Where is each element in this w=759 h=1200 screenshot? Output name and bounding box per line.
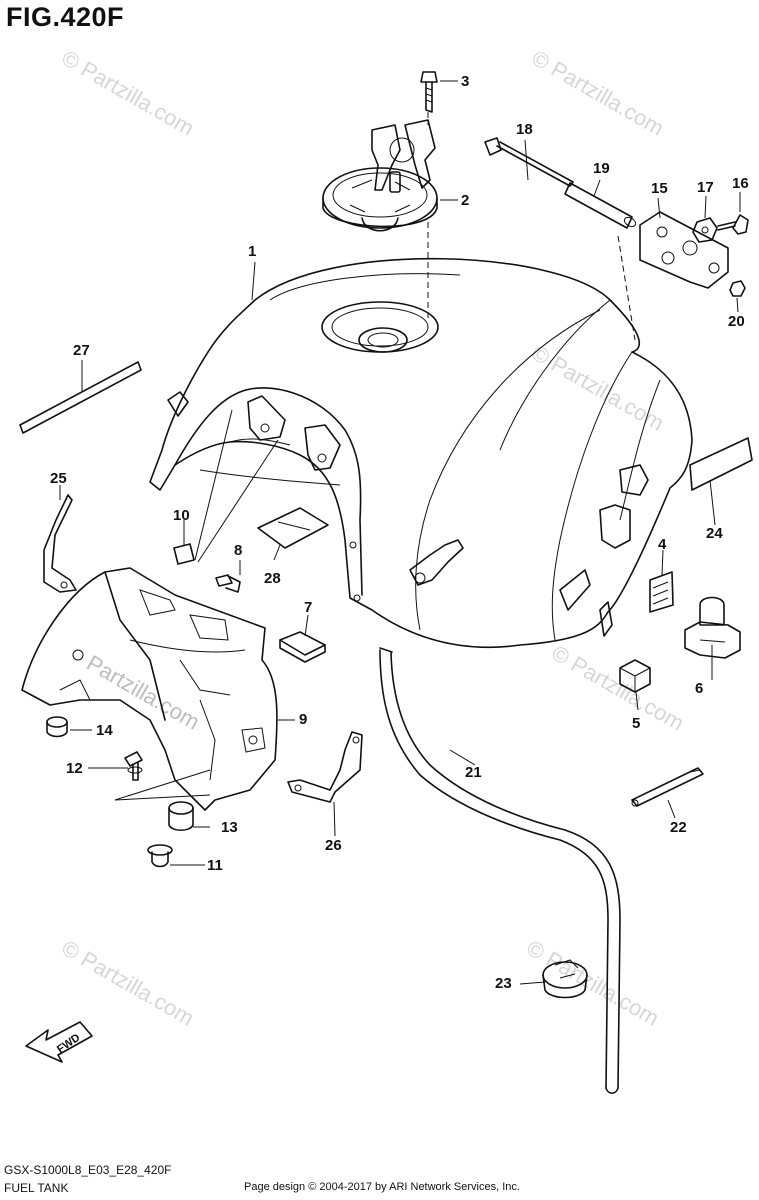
callout-17[interactable]: 17 (697, 179, 714, 196)
callout-21[interactable]: 21 (465, 764, 482, 781)
bolt-part-18 (484, 137, 574, 187)
bracket-part-25 (43, 494, 77, 593)
callout-11[interactable]: 11 (207, 857, 223, 874)
callout-24[interactable]: 24 (706, 525, 723, 542)
model-code: GSX-S1000L8_E03_E28_420F (4, 1163, 172, 1177)
callout-25[interactable]: 25 (50, 470, 67, 487)
grommet-part-13 (168, 801, 194, 832)
callout-14[interactable]: 14 (96, 722, 113, 739)
callout-10[interactable]: 10 (173, 507, 190, 524)
pad-part-28 (257, 507, 329, 549)
bolt-part-8 (215, 574, 241, 593)
drain-hose-part-21 (379, 647, 621, 1095)
leader-lines (59, 80, 741, 985)
callout-16[interactable]: 16 (732, 175, 749, 192)
nut-part-17 (692, 217, 718, 243)
nut-part-20 (729, 280, 746, 297)
callout-27[interactable]: 27 (73, 342, 90, 359)
callout-2[interactable]: 2 (461, 192, 470, 209)
callout-8[interactable]: 8 (234, 542, 243, 559)
callout-19[interactable]: 19 (593, 160, 610, 177)
cushion-part-5 (619, 659, 651, 693)
label-part-4 (649, 571, 674, 613)
screw-part-3 (420, 71, 438, 113)
callout-22[interactable]: 22 (670, 819, 687, 836)
rubber-strip-part-27 (19, 361, 142, 434)
callout-18[interactable]: 18 (516, 121, 533, 138)
bracket-part-26 (287, 731, 363, 803)
callout-20[interactable]: 20 (728, 313, 745, 330)
cushion-part-7 (279, 631, 326, 663)
callout-15[interactable]: 15 (651, 180, 668, 197)
forward-direction-arrow (25, 1021, 93, 1063)
callout-5[interactable]: 5 (632, 715, 641, 732)
bracket-part-15 (639, 211, 729, 289)
callout-6[interactable]: 6 (695, 680, 704, 697)
callout-1[interactable]: 1 (248, 243, 257, 260)
label-part-24 (689, 437, 753, 491)
callout-4[interactable]: 4 (658, 536, 667, 553)
collar-part-11 (147, 844, 173, 868)
bolt-part-12 (124, 751, 143, 781)
clamp-part-23 (542, 959, 588, 999)
section-name: FUEL TANK (4, 1181, 69, 1195)
callout-9[interactable]: 9 (299, 711, 308, 728)
callout-12[interactable]: 12 (66, 760, 83, 777)
band-part-22 (631, 767, 704, 807)
copyright-notice: Page design © 2004-2017 by ARI Network S… (244, 1181, 520, 1193)
fuel-cap-part-2 (322, 119, 438, 232)
callout-7[interactable]: 7 (304, 599, 313, 616)
callout-3[interactable]: 3 (461, 73, 470, 90)
bolt-part-16 (717, 214, 749, 235)
cover-part-6 (684, 596, 741, 659)
figure-title: FIG.420F (6, 2, 125, 32)
callout-23[interactable]: 23 (495, 975, 512, 992)
callout-26[interactable]: 26 (325, 837, 342, 854)
grommet-part-14 (46, 716, 68, 738)
cushion-part-10 (173, 543, 195, 565)
cover-part-9 (21, 567, 278, 811)
callout-28[interactable]: 28 (264, 570, 281, 587)
spacer-part-19 (564, 182, 637, 229)
fuel-tank-part-1 (149, 257, 693, 649)
callout-13[interactable]: 13 (221, 819, 238, 836)
